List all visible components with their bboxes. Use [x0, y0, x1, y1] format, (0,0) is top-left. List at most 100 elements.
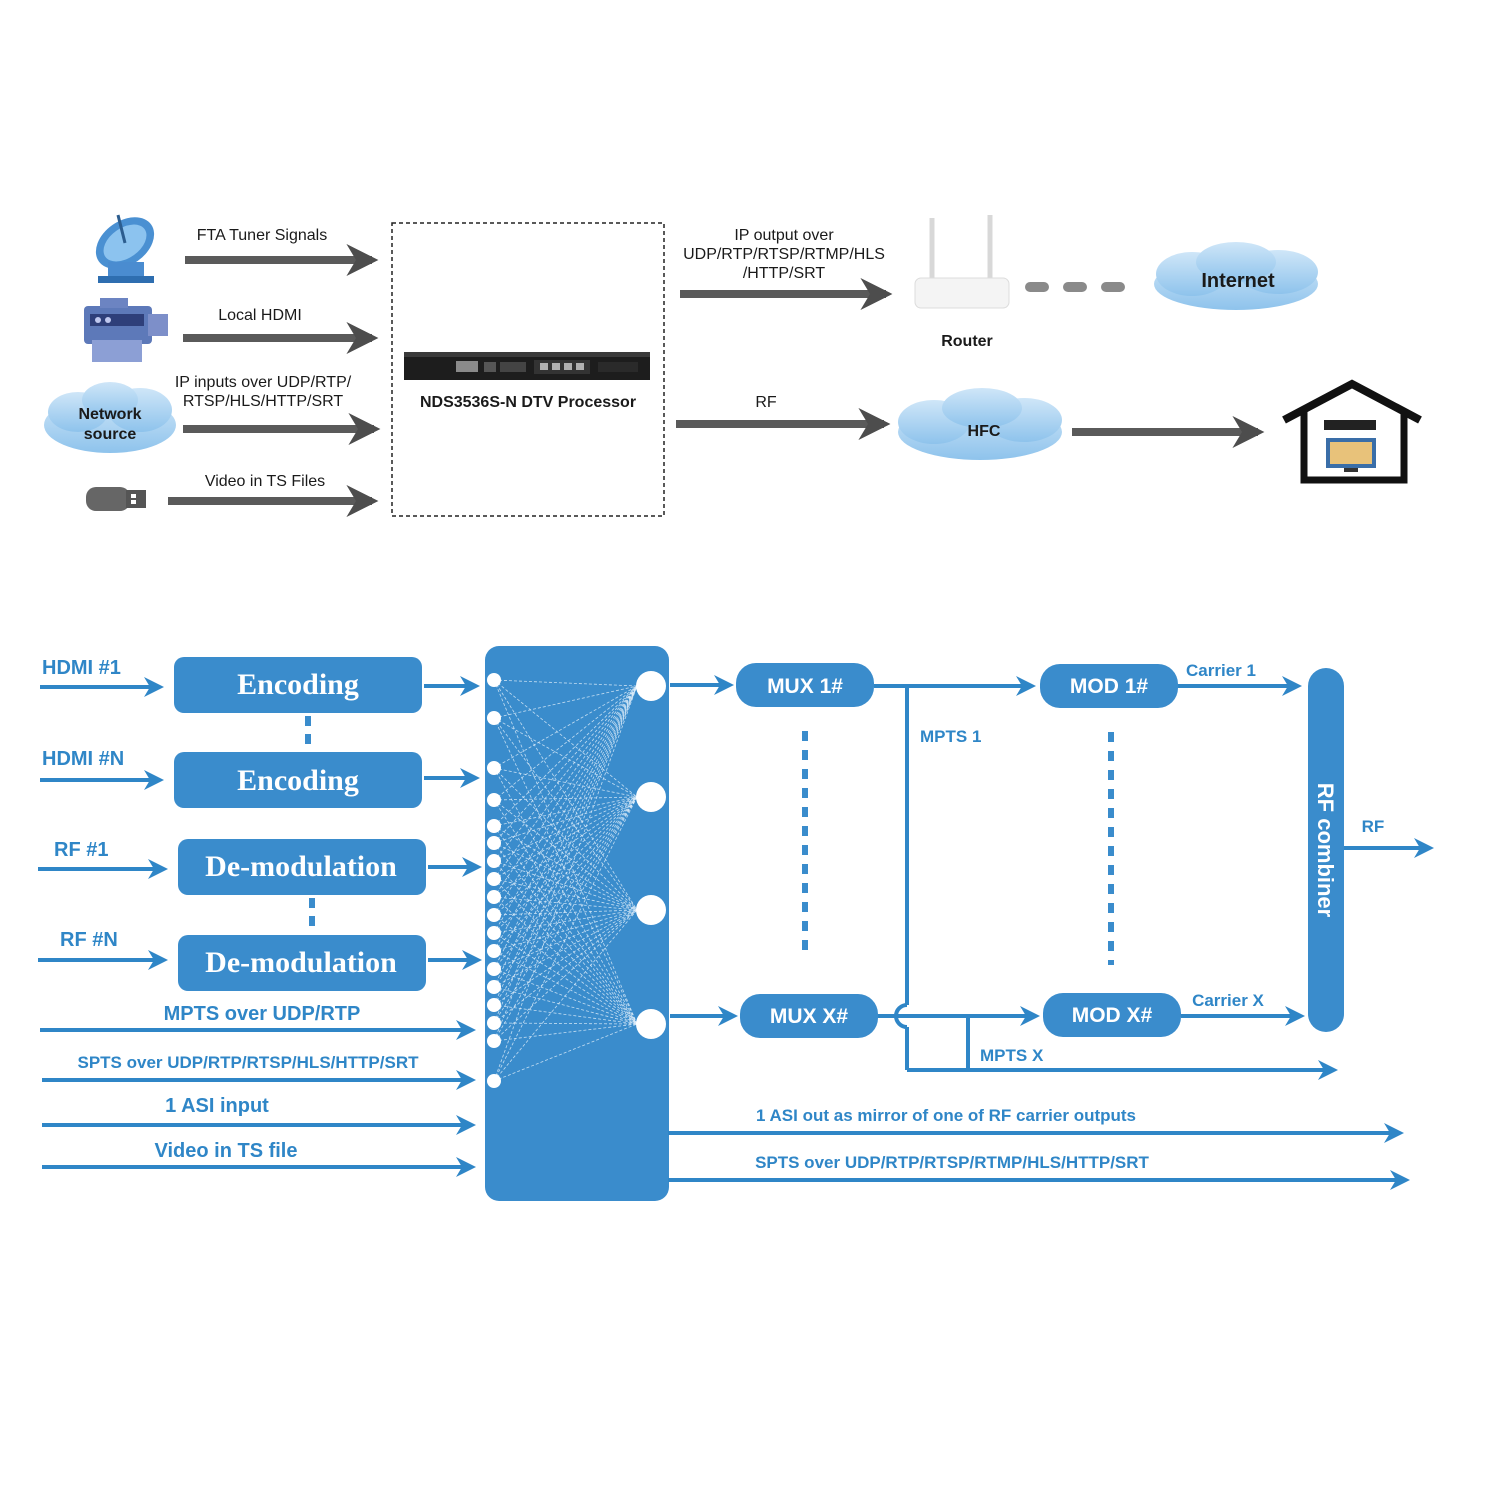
matrix-link-14-0 — [493, 685, 638, 1006]
internet-cloud — [1154, 242, 1318, 310]
camera-icon — [84, 298, 168, 362]
matrix-link-4-3 — [493, 825, 638, 1025]
usb-drive-icon — [86, 487, 146, 511]
dtv-processor-device-icon — [404, 352, 650, 380]
mux1-block — [736, 663, 874, 707]
matrix-link-16-3 — [493, 1023, 638, 1042]
matrix-input-port-10 — [487, 926, 501, 940]
matrix-link-8-1 — [493, 796, 638, 898]
ip-output-label-1: IP output over — [734, 227, 834, 244]
matrix-input-ports — [487, 673, 501, 1088]
matrix-link-14-3 — [493, 1004, 638, 1025]
matrix-link-3-3 — [493, 799, 638, 1025]
ip-inputs-label-1: IP inputs over UDP/RTP/ — [175, 374, 352, 391]
rf-combiner-label: RF combiner — [1313, 783, 1338, 918]
matrix-link-6-3 — [493, 860, 638, 1025]
matrix-link-9-1 — [493, 796, 638, 916]
matrix-link-13-2 — [493, 909, 638, 988]
matrix-link-5-1 — [493, 796, 638, 844]
matrix-output-port-1 — [636, 782, 666, 812]
matrix-link-2-2 — [493, 767, 638, 911]
matrix-link-2-3 — [493, 767, 638, 1025]
rf-out-label: RF — [1362, 817, 1385, 836]
network-source-label-2: source — [84, 426, 137, 443]
matrix-link-17-2 — [493, 909, 638, 1082]
matrix-crosslinks — [493, 679, 638, 1082]
matrix-link-4-1 — [493, 796, 638, 827]
matrix-link-7-2 — [493, 878, 638, 911]
matrix-link-7-1 — [493, 796, 638, 880]
muxx-label: MUX X# — [770, 1005, 849, 1028]
matrix-output-port-0 — [636, 671, 666, 701]
demod-label-n: De-modulation — [205, 946, 397, 979]
matrix-link-0-1 — [493, 679, 638, 798]
matrix-link-3-1 — [493, 796, 638, 801]
matrix-link-5-0 — [493, 685, 638, 844]
asi-input-label: 1 ASI input — [165, 1095, 269, 1117]
matrix-link-12-2 — [493, 909, 638, 970]
encoding-label-1: Encoding — [237, 668, 359, 701]
matrix-input-port-8 — [487, 890, 501, 904]
matrix-input-port-1 — [487, 711, 501, 725]
matrix-link-10-2 — [493, 909, 638, 934]
device-name-label: NDS3536S-N DTV Processor — [420, 394, 636, 411]
matrix-link-11-3 — [493, 950, 638, 1025]
network-source-cloud — [44, 382, 176, 453]
asi-out-label: 1 ASI out as mirror of one of RF carrier… — [756, 1106, 1136, 1125]
modx-block — [1043, 993, 1181, 1037]
matrix-link-15-1 — [493, 796, 638, 1024]
matrix-link-10-3 — [493, 932, 638, 1025]
mux1-label: MUX 1# — [767, 675, 843, 698]
rf-output-label: RF — [755, 394, 777, 411]
matrix-link-6-2 — [493, 860, 638, 911]
matrix-link-1-1 — [493, 717, 638, 798]
ts-files-label: Video in TS Files — [205, 473, 325, 490]
rf1-label: RF #1 — [54, 839, 108, 861]
matrix-input-port-4 — [487, 819, 501, 833]
matrix-link-17-3 — [493, 1023, 638, 1082]
matrix-input-port-9 — [487, 908, 501, 922]
matrix-link-1-0 — [493, 685, 638, 719]
matrix-link-10-1 — [493, 796, 638, 934]
muxx-block — [740, 994, 878, 1038]
matrix-link-10-0 — [493, 685, 638, 934]
matrix-link-11-1 — [493, 796, 638, 952]
matrix-link-16-2 — [493, 909, 638, 1042]
mod1-label: MOD 1# — [1070, 675, 1149, 698]
fta-tuner-label: FTA Tuner Signals — [197, 227, 327, 244]
device-dashed-box — [391, 222, 665, 517]
matrix-input-port-2 — [487, 761, 501, 775]
switching-matrix — [485, 646, 669, 1201]
matrix-link-8-2 — [493, 896, 638, 911]
matrix-link-2-0 — [493, 685, 638, 769]
matrix-output-port-3 — [636, 1009, 666, 1039]
matrix-input-port-6 — [487, 854, 501, 868]
matrix-link-6-1 — [493, 796, 638, 862]
matrix-link-8-3 — [493, 896, 638, 1025]
matrix-input-port-12 — [487, 962, 501, 976]
encoding-block-1 — [174, 657, 422, 713]
demod-block-1 — [178, 839, 426, 895]
spts-out-label: SPTS over UDP/RTP/RTSP/RTMP/HLS/HTTP/SRT — [755, 1153, 1149, 1172]
matrix-link-6-0 — [493, 685, 638, 862]
demod-block-n — [178, 935, 426, 991]
rf-combiner-block — [1308, 668, 1344, 1032]
ip-inputs-label-2: RTSP/HLS/HTTP/SRT — [183, 393, 344, 410]
matrix-input-port-17 — [487, 1074, 501, 1088]
matrix-link-0-2 — [493, 679, 638, 911]
network-source-label-1: Network — [78, 406, 141, 423]
matrix-link-14-2 — [493, 909, 638, 1006]
carrier1-label: Carrier 1 — [1186, 661, 1256, 680]
carrierx-label: Carrier X — [1192, 991, 1264, 1010]
spts-input-label: SPTS over UDP/RTP/RTSP/HLS/HTTP/SRT — [78, 1053, 420, 1072]
matrix-link-5-3 — [493, 842, 638, 1025]
hdmi1-label: HDMI #1 — [42, 657, 121, 679]
matrix-input-port-5 — [487, 836, 501, 850]
matrix-link-4-2 — [493, 825, 638, 911]
hfc-label: HFC — [968, 423, 1001, 440]
matrix-link-14-1 — [493, 796, 638, 1006]
matrix-link-15-2 — [493, 909, 638, 1024]
matrix-link-0-3 — [493, 679, 638, 1025]
